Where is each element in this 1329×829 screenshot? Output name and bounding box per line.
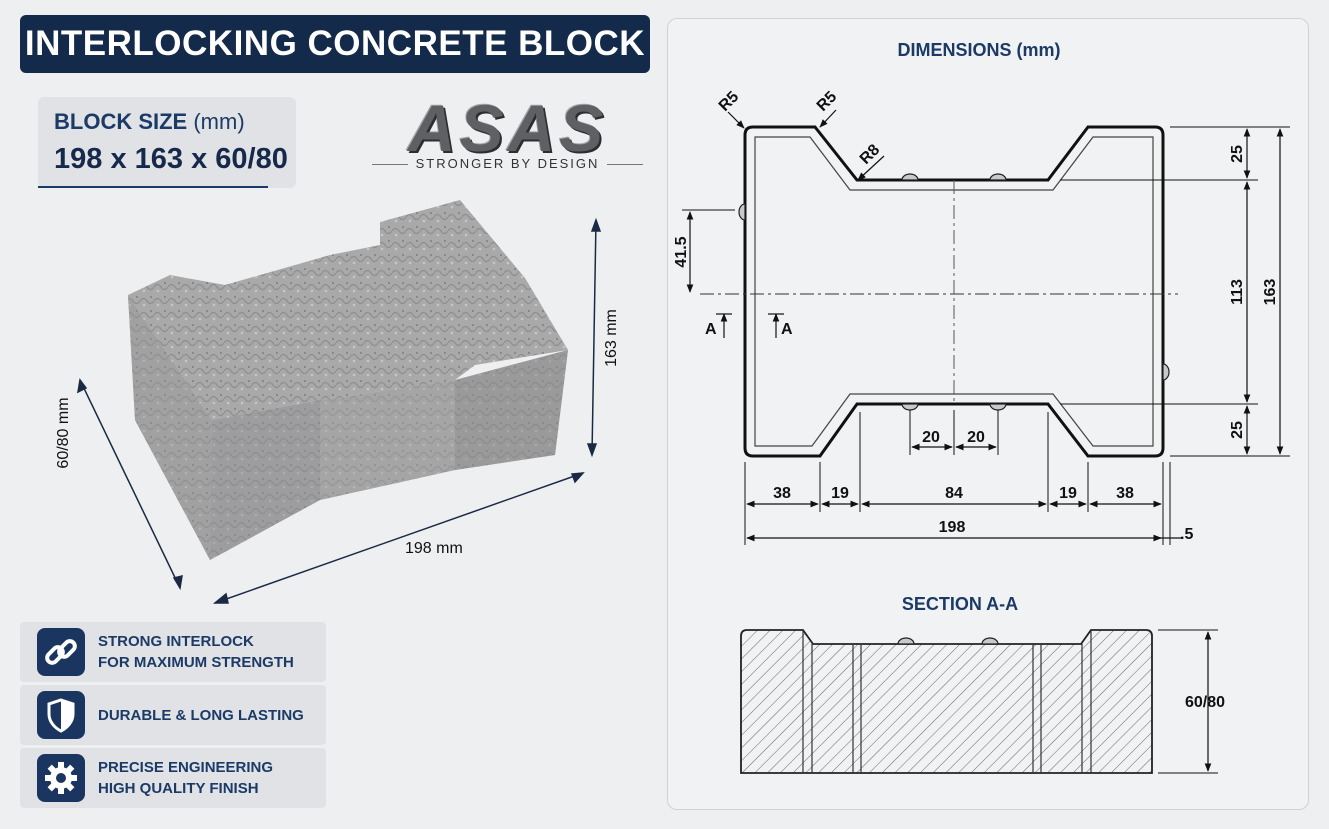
- feature-line-1: DURABLE & LONG LASTING: [98, 706, 304, 724]
- length-dim-line: [214, 472, 584, 604]
- width-arrow-bottom: [586, 443, 598, 458]
- nub-top-right: [989, 173, 1007, 181]
- length-arrow-left: [212, 592, 229, 604]
- dim-middle: 113: [1229, 279, 1246, 305]
- logo-rule-right: [607, 164, 643, 165]
- block-size-value: 198 x 163 x 60/80: [54, 143, 288, 175]
- dim-seg-3: 84: [945, 485, 963, 502]
- feature-line-1: STRONG INTERLOCK: [98, 633, 254, 650]
- page-title: INTERLOCKING CONCRETE BLOCK: [20, 15, 650, 73]
- block-size-label: BLOCK SIZE (mm): [54, 109, 245, 135]
- dim-bottom-flange: 25: [1229, 421, 1246, 439]
- section-nub: [897, 637, 915, 645]
- block-right-texture: [455, 350, 568, 470]
- radius-label: R8: [857, 141, 884, 168]
- nub-right: [1162, 363, 1170, 381]
- height-arrow-bottom: [172, 574, 183, 591]
- feature-list: STRONG INTERLOCK FOR MAXIMUM STRENGTH DUR…: [20, 622, 326, 811]
- dim-top-flange: 25: [1229, 145, 1246, 163]
- block-illustration: 198 mm 163 mm 60/80 mm: [55, 200, 620, 604]
- feature-item: STRONG INTERLOCK FOR MAXIMUM STRENGTH: [20, 622, 326, 682]
- block-side-texture: [128, 295, 212, 560]
- dim-nub-a: 20: [922, 429, 940, 446]
- dim-seg-4: 19: [1059, 485, 1077, 502]
- r8-leader: [857, 155, 885, 181]
- block-outline: [743, 125, 1165, 458]
- section-mark-a: A: [705, 321, 717, 338]
- height-dim-line: [79, 379, 181, 589]
- dim-total-width: 198: [939, 519, 966, 536]
- dimensions-heading: DIMENSIONS (mm): [897, 40, 1060, 60]
- radius-label: R5: [814, 88, 841, 115]
- width-label: 163 mm: [603, 309, 620, 367]
- dim-nub-b: 20: [967, 429, 985, 446]
- block-size-label-text: BLOCK SIZE: [54, 109, 188, 134]
- section-nub: [981, 637, 999, 645]
- r5-leader-left: [727, 111, 745, 129]
- brand-name: ASAS: [407, 91, 608, 165]
- feature-line-2: FOR MAXIMUM STRENGTH: [98, 654, 294, 671]
- feature-line-2: HIGH QUALITY FINISH: [98, 780, 259, 797]
- feature-item: DURABLE & LONG LASTING: [20, 685, 326, 745]
- nub-top-left: [901, 173, 919, 181]
- feature-line-1: PRECISE ENGINEERING: [98, 759, 274, 776]
- height-arrow-top: [77, 378, 88, 394]
- block-size-box: BLOCK SIZE (mm) 198 x 163 x 60/80: [38, 97, 296, 188]
- chamfer-outline: [754, 136, 1154, 447]
- r5-leader-right: [819, 109, 837, 128]
- section-height-label: 60/80: [1185, 694, 1225, 711]
- nub-bottom-left: [901, 403, 919, 411]
- width-arrow-top: [590, 217, 602, 232]
- block-top-face: [128, 200, 568, 420]
- dim-edge: .5: [1180, 526, 1193, 543]
- thickness-label: 60/80 mm: [55, 397, 72, 468]
- dim-seg-5: 38: [1116, 485, 1134, 502]
- dim-seg-1: 38: [773, 485, 791, 502]
- feature-item: PRECISE ENGINEERING HIGH QUALITY FINISH: [20, 748, 326, 808]
- length-arrow-right: [570, 472, 585, 484]
- nub-left: [738, 203, 746, 221]
- section-heading: SECTION A-A: [902, 594, 1018, 614]
- dim-total-height: 163: [1262, 279, 1279, 306]
- gear-icon: [37, 754, 85, 802]
- brand-tagline: STRONGER BY DESIGN: [415, 156, 600, 171]
- shield-icon: [37, 691, 85, 739]
- dim-seg-2: 19: [831, 485, 849, 502]
- logo-rule-left: [372, 164, 408, 165]
- nub-bottom-right: [989, 403, 1007, 411]
- dim-41-5: 41.5: [673, 236, 690, 267]
- radius-label: R5: [716, 88, 743, 115]
- length-label: 198 mm: [405, 540, 463, 557]
- block-front-texture: [210, 380, 455, 560]
- width-dim-line: [591, 219, 597, 456]
- block-size-underline: [38, 186, 268, 188]
- brand-logo: ASAS STRONGER BY DESIGN: [370, 90, 645, 180]
- block-size-unit: (mm): [193, 109, 245, 134]
- section-outline: [740, 629, 1153, 774]
- chain-link-icon: [37, 628, 85, 676]
- section-mark-a: A: [781, 321, 793, 338]
